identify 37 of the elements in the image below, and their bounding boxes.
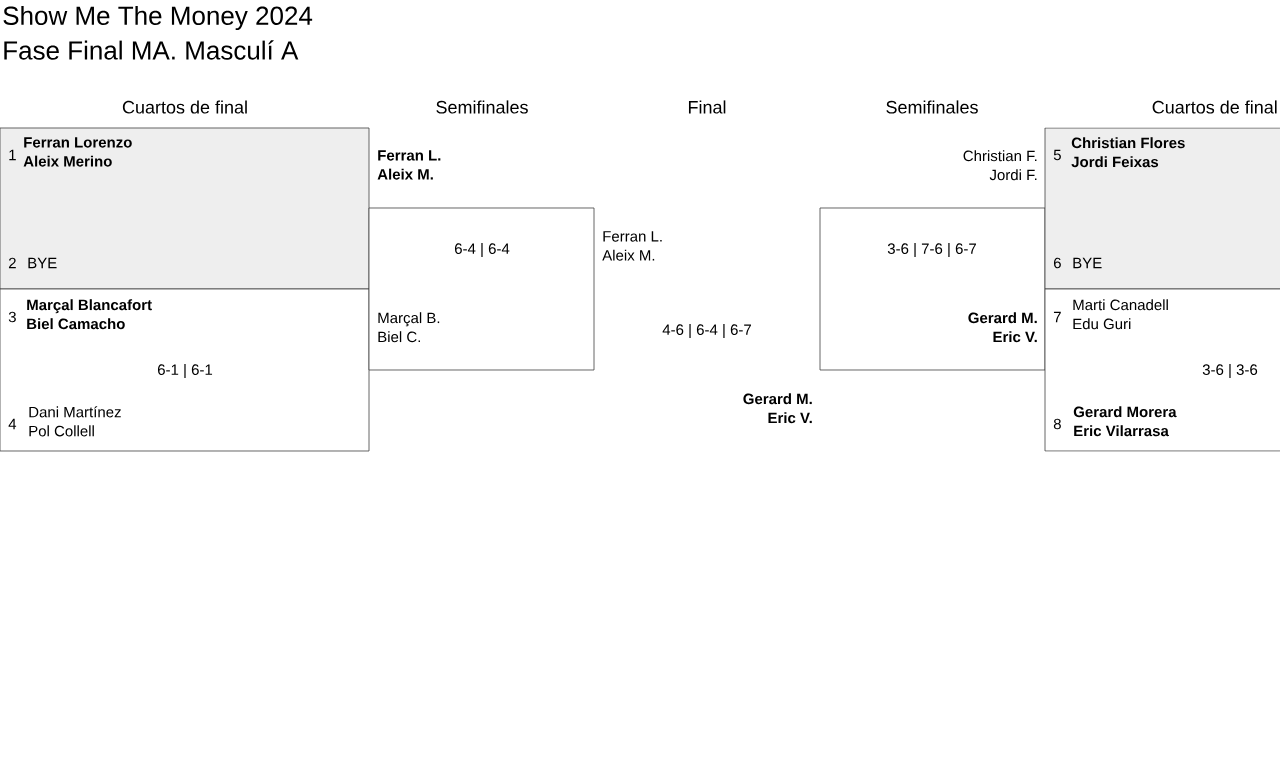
seed-number: 1 — [9, 149, 16, 161]
player-names: Dani Martínez Pol Collell — [29, 406, 121, 437]
column-heading: Semifinales — [436, 100, 528, 114]
subtitle: Fase Final MA. Masculí A — [4, 40, 299, 60]
player-names: Gerard Morera Eric Vilarrasa — [1073, 406, 1177, 437]
match-score: 6-1 | 6-1 — [158, 363, 213, 379]
match-score: 6-4 | 6-4 — [455, 243, 510, 258]
seed-number: 6 — [1053, 257, 1061, 269]
seed-number: 2 — [8, 257, 16, 269]
match-score: 3-6 | 7-6 | 6-7 — [887, 243, 976, 258]
seed-number: 7 — [1053, 311, 1061, 323]
match-score: 4-6 | 6-4 | 6-7 — [662, 324, 751, 339]
player-names: BYE — [28, 257, 57, 269]
match-box — [368, 150, 595, 371]
player-names: Ferran L. Aleix M. — [377, 150, 441, 180]
match-box — [1044, 288, 1280, 452]
player-names: Christian Flores Jordi Feixas — [1071, 137, 1185, 168]
column-heading: Final — [688, 100, 726, 114]
match-score: 3-6 | 3-6 — [1202, 363, 1258, 379]
seed-number: 4 — [8, 418, 17, 430]
seed-number: 3 — [8, 311, 16, 323]
player-names: Christian F. Jordi F. — [963, 150, 1037, 181]
player-names: Gerard M. Eric V. — [743, 393, 812, 424]
column-heading: Semifinales — [886, 100, 978, 114]
match-box — [0, 288, 370, 452]
player-names: Marçal Blancafort Biel Camacho — [27, 299, 152, 330]
player-names: Marçal B. Biel C. — [378, 312, 440, 343]
player-names: Ferran Lorenzo Aleix Merino — [23, 137, 132, 167]
match-box — [0, 127, 370, 290]
seed-number: 8 — [1053, 418, 1061, 430]
seed-number: 5 — [1053, 149, 1061, 161]
player-names: Marti Canadell Edu Guri — [1073, 299, 1168, 330]
title: Show Me The Money 2024 — [3, 5, 313, 31]
match-box — [819, 150, 1046, 371]
match-box — [1044, 127, 1280, 290]
player-names: BYE — [1073, 257, 1102, 269]
player-names: Gerard M. Eric V. — [968, 312, 1037, 343]
